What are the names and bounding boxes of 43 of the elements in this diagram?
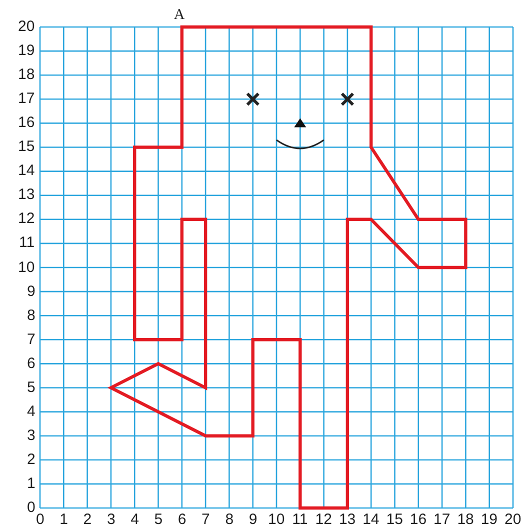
axis-label: 7 [27, 332, 36, 348]
axis-label: 16 [410, 512, 427, 528]
axis-label: 6 [27, 356, 36, 372]
axis-label: 8 [225, 512, 234, 528]
axis-label: 2 [83, 512, 92, 528]
axis-label: 15 [386, 512, 403, 528]
axis-label: 13 [338, 512, 356, 528]
axis-label: 2 [27, 452, 36, 468]
axis-label: 4 [27, 404, 36, 420]
axis-label: 17 [434, 512, 450, 528]
axis-label: 15 [18, 139, 35, 156]
axis-label: 10 [18, 260, 35, 276]
axis-label: 1 [60, 512, 68, 528]
axis-label: 5 [154, 512, 163, 528]
axis-label: 19 [480, 512, 498, 528]
axis-label: 8 [27, 308, 36, 324]
axis-label: 14 [18, 163, 35, 180]
axis-label: 18 [18, 67, 35, 84]
axis-label: 0 [36, 512, 44, 528]
axis-label: 3 [27, 428, 36, 444]
axis-label: 19 [18, 43, 35, 60]
point-label: A [174, 7, 185, 23]
axis-label: 14 [362, 512, 380, 528]
axis-label: 11 [19, 235, 35, 252]
axis-label: 20 [18, 19, 35, 35]
axis-label: 7 [202, 512, 210, 528]
axis-label: 12 [18, 211, 35, 228]
axis-label: 5 [27, 380, 36, 396]
axis-label: 3 [106, 512, 116, 528]
axis-label: 10 [268, 512, 285, 528]
axis-label: 17 [18, 91, 35, 108]
axis-label: 4 [130, 512, 139, 528]
axis-label: 6 [178, 512, 186, 528]
axis-label: 11 [292, 512, 308, 528]
axis-label: 12 [315, 512, 332, 528]
axis-label: 20 [504, 512, 522, 528]
axis-label: 9 [248, 512, 258, 528]
axis-label: 16 [18, 115, 35, 132]
axis-label: 13 [18, 187, 35, 204]
axis-label: 18 [457, 512, 474, 528]
axis-label: 1 [27, 476, 36, 492]
axis-label: 9 [27, 284, 36, 300]
axis-label: 0 [27, 500, 36, 516]
